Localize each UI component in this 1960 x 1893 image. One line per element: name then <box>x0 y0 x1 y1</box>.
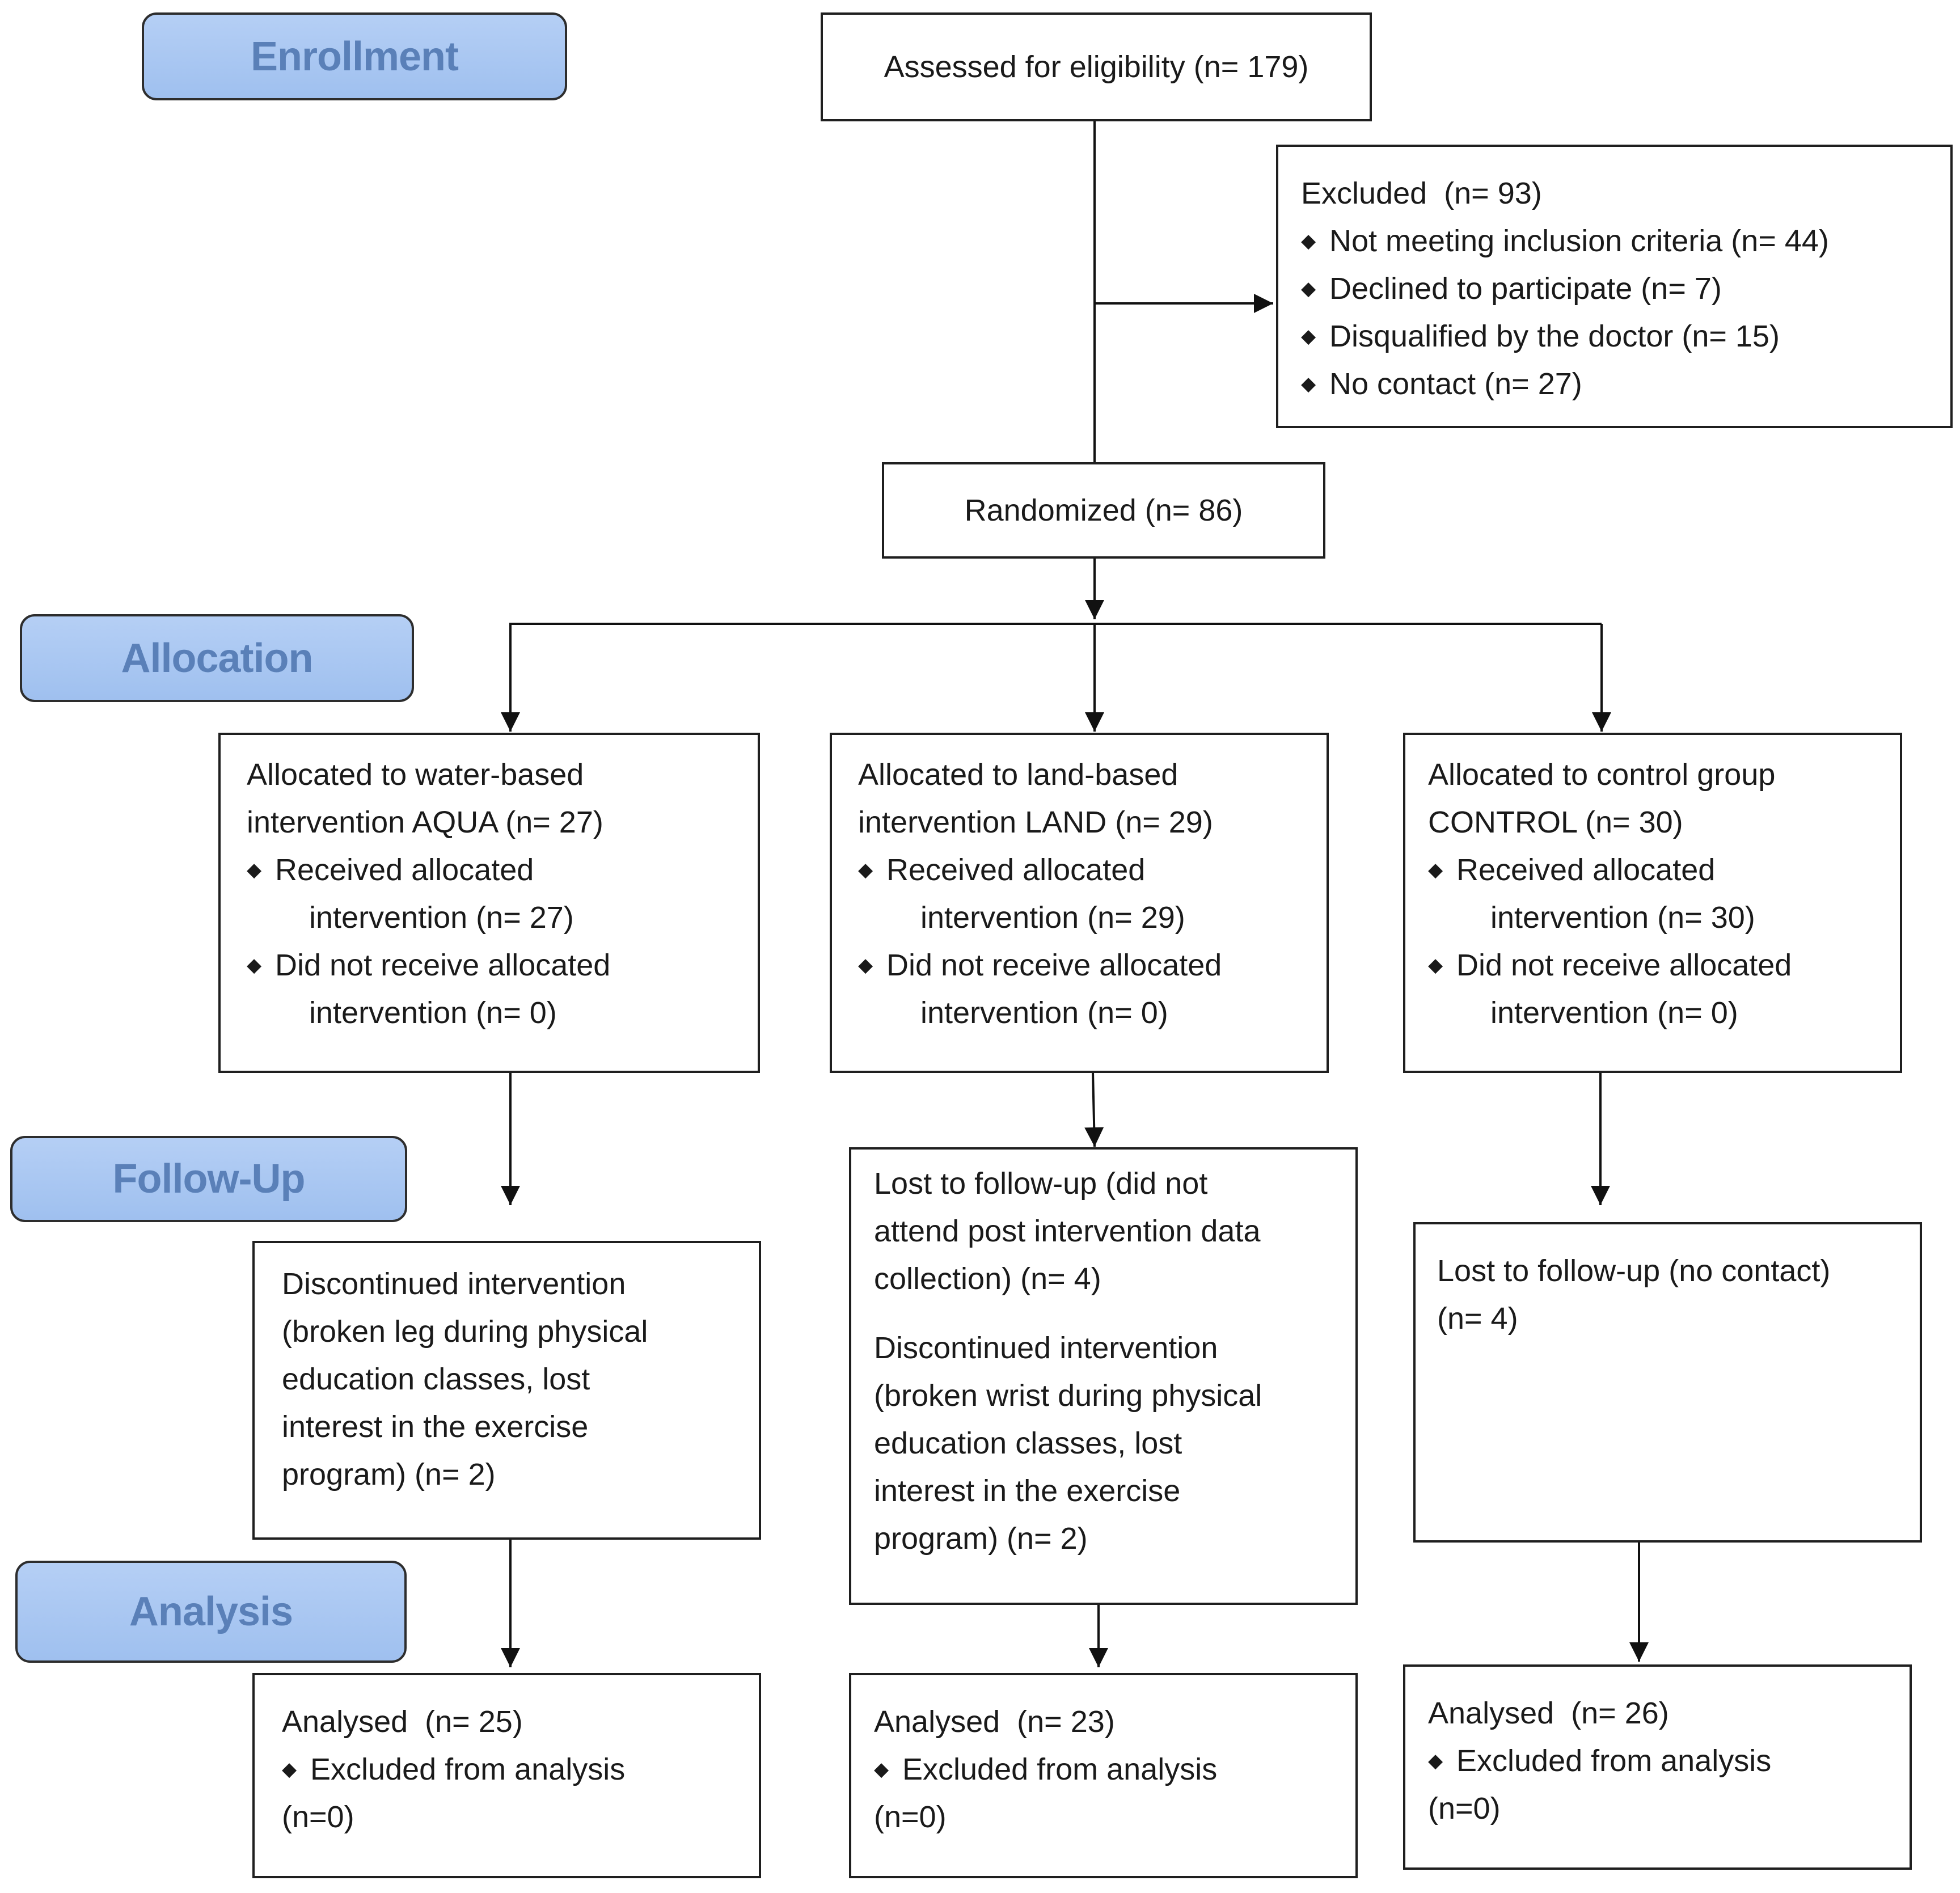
diamond-bullet-icon: ◆ <box>1428 859 1443 881</box>
allocation-aqua-line1: Allocated to water-based <box>247 758 584 792</box>
analysis-control-excluded: ◆ Excluded from analysis <box>1428 1737 1910 1785</box>
diamond-bullet-icon: ◆ <box>247 954 262 976</box>
allocation-control-received: ◆ Received allocated <box>1428 846 1900 894</box>
stage-enrollment-label: Enrollment <box>250 33 459 79</box>
followup-aqua-line: Discontinued intervention <box>282 1267 626 1301</box>
stage-follow-up-label: Follow-Up <box>112 1156 306 1202</box>
assessed-box: Assessed for eligibility (n= 179) <box>821 12 1372 121</box>
analysis-land-title: Analysed (n= 23) <box>874 1705 1115 1739</box>
diamond-bullet-icon: ◆ <box>1301 373 1316 395</box>
stage-follow-up: Follow-Up <box>10 1136 407 1222</box>
followup-control-box: Lost to follow-up (no contact) (n= 4) <box>1413 1222 1922 1543</box>
analysis-control-box: Analysed (n= 26) ◆ Excluded from analysi… <box>1403 1664 1912 1870</box>
followup-land-discontinued-line: education classes, lost <box>874 1426 1182 1460</box>
followup-land-discontinued-line: (broken wrist during physical <box>874 1379 1262 1413</box>
allocation-land-received-text-2: intervention (n= 29) <box>920 901 1185 935</box>
analysis-land-box: Analysed (n= 23) ◆ Excluded from analysi… <box>849 1673 1358 1878</box>
diamond-bullet-icon: ◆ <box>1301 278 1316 299</box>
followup-land-lost-line: attend post intervention data <box>874 1214 1261 1248</box>
followup-control-line: Lost to follow-up (no contact) <box>1437 1254 1831 1288</box>
analysis-control-excluded-n: (n=0) <box>1428 1791 1501 1826</box>
allocation-control-box: Allocated to control group CONTROL (n= 3… <box>1403 733 1902 1073</box>
allocation-control-not-received: ◆ Did not receive allocated <box>1428 941 1900 989</box>
excluded-item: ◆ Not meeting inclusion criteria (n= 44) <box>1301 217 1950 265</box>
allocation-land-box: Allocated to land-based intervention LAN… <box>830 733 1329 1073</box>
analysis-control-title: Analysed (n= 26) <box>1428 1696 1669 1730</box>
allocation-land-not-received-text: Did not receive allocated <box>886 948 1222 982</box>
followup-control-line: (n= 4) <box>1437 1302 1518 1336</box>
followup-land-discontinued-line: program) (n= 2) <box>874 1522 1088 1556</box>
diamond-bullet-icon: ◆ <box>1428 1750 1443 1772</box>
stage-allocation-label: Allocation <box>121 635 313 681</box>
followup-land-lost-line: Lost to follow-up (did not <box>874 1167 1208 1201</box>
excluded-item: ◆ Disqualified by the doctor (n= 15) <box>1301 312 1950 360</box>
diamond-bullet-icon: ◆ <box>282 1759 297 1780</box>
followup-land-box: Lost to follow-up (did not attend post i… <box>849 1147 1358 1605</box>
diamond-bullet-icon: ◆ <box>1301 326 1316 347</box>
analysis-control-excluded-text: Excluded from analysis <box>1456 1744 1772 1778</box>
followup-aqua-line: program) (n= 2) <box>282 1457 496 1491</box>
excluded-item-text: Not meeting inclusion criteria (n= 44) <box>1329 224 1829 258</box>
land-followup-arrow <box>1084 1071 1104 1147</box>
allocation-control-line1: Allocated to control group <box>1428 758 1776 792</box>
allocation-control-received-text: Received allocated <box>1456 853 1716 887</box>
allocation-aqua-not-received: ◆ Did not receive allocated <box>247 941 758 989</box>
diamond-bullet-icon: ◆ <box>1428 954 1443 976</box>
analysis-aqua-box: Analysed (n= 25) ◆ Excluded from analysi… <box>252 1673 761 1878</box>
analysis-land-excluded: ◆ Excluded from analysis <box>874 1746 1355 1793</box>
analysis-aqua-title: Analysed (n= 25) <box>282 1705 523 1739</box>
assessed-text: Assessed for eligibility (n= 179) <box>884 50 1309 84</box>
paragraph-gap <box>874 1303 1355 1324</box>
followup-aqua-line: interest in the exercise <box>282 1410 589 1444</box>
allocation-aqua-not-received-text: Did not receive allocated <box>275 948 611 982</box>
excluded-item-text: Declined to participate (n= 7) <box>1329 272 1722 306</box>
excluded-item-text: Disqualified by the doctor (n= 15) <box>1329 319 1780 353</box>
diamond-bullet-icon: ◆ <box>247 859 262 881</box>
diamond-bullet-icon: ◆ <box>858 859 873 881</box>
allocation-aqua-received-text-2: intervention (n= 27) <box>309 901 574 935</box>
analysis-land-excluded-text: Excluded from analysis <box>902 1752 1218 1786</box>
analysis-aqua-excluded-text: Excluded from analysis <box>310 1752 626 1786</box>
diamond-bullet-icon: ◆ <box>1301 230 1316 252</box>
excluded-title: Excluded (n= 93) <box>1301 176 1542 210</box>
allocation-land-line1: Allocated to land-based <box>858 758 1178 792</box>
allocation-control-received-text-2: intervention (n= 30) <box>1490 901 1755 935</box>
excluded-box: Excluded (n= 93) ◆ Not meeting inclusion… <box>1276 145 1953 428</box>
allocation-land-received-text: Received allocated <box>886 853 1146 887</box>
allocation-aqua-line2: intervention AQUA (n= 27) <box>247 805 603 839</box>
analysis-land-excluded-n: (n=0) <box>874 1800 947 1834</box>
followup-aqua-line: education classes, lost <box>282 1362 590 1396</box>
followup-land-discontinued-line: Discontinued intervention <box>874 1331 1218 1365</box>
stage-analysis: Analysis <box>15 1561 407 1663</box>
allocation-aqua-box: Allocated to water-based intervention AQ… <box>218 733 760 1073</box>
allocation-land-not-received: ◆ Did not receive allocated <box>858 941 1327 989</box>
stage-allocation: Allocation <box>20 614 414 702</box>
excluded-item: ◆ No contact (n= 27) <box>1301 360 1950 408</box>
analysis-aqua-excluded: ◆ Excluded from analysis <box>282 1746 759 1793</box>
followup-aqua-box: Discontinued intervention (broken leg du… <box>252 1241 761 1540</box>
allocation-aqua-not-received-text-2: intervention (n= 0) <box>309 996 557 1030</box>
diamond-bullet-icon: ◆ <box>874 1759 889 1780</box>
randomized-text: Randomized (n= 86) <box>964 493 1243 527</box>
excluded-item-text: No contact (n= 27) <box>1329 367 1582 401</box>
allocation-aqua-received: ◆ Received allocated <box>247 846 758 894</box>
stage-enrollment: Enrollment <box>142 12 567 100</box>
followup-land-discontinued-line: interest in the exercise <box>874 1474 1181 1508</box>
allocation-land-not-received-text-2: intervention (n= 0) <box>920 996 1168 1030</box>
followup-aqua-line: (broken leg during physical <box>282 1315 648 1349</box>
allocation-control-not-received-text: Did not receive allocated <box>1456 948 1792 982</box>
followup-land-lost-line: collection) (n= 4) <box>874 1262 1101 1296</box>
allocation-control-not-received-text-2: intervention (n= 0) <box>1490 996 1738 1030</box>
allocation-land-received: ◆ Received allocated <box>858 846 1327 894</box>
excluded-item: ◆ Declined to participate (n= 7) <box>1301 265 1950 312</box>
analysis-aqua-excluded-n: (n=0) <box>282 1800 354 1834</box>
diamond-bullet-icon: ◆ <box>858 954 873 976</box>
randomized-box: Randomized (n= 86) <box>882 462 1325 559</box>
stage-analysis-label: Analysis <box>129 1589 293 1634</box>
allocation-aqua-received-text: Received allocated <box>275 853 534 887</box>
allocation-land-line2: intervention LAND (n= 29) <box>858 805 1213 839</box>
allocation-control-line2: CONTROL (n= 30) <box>1428 805 1683 839</box>
